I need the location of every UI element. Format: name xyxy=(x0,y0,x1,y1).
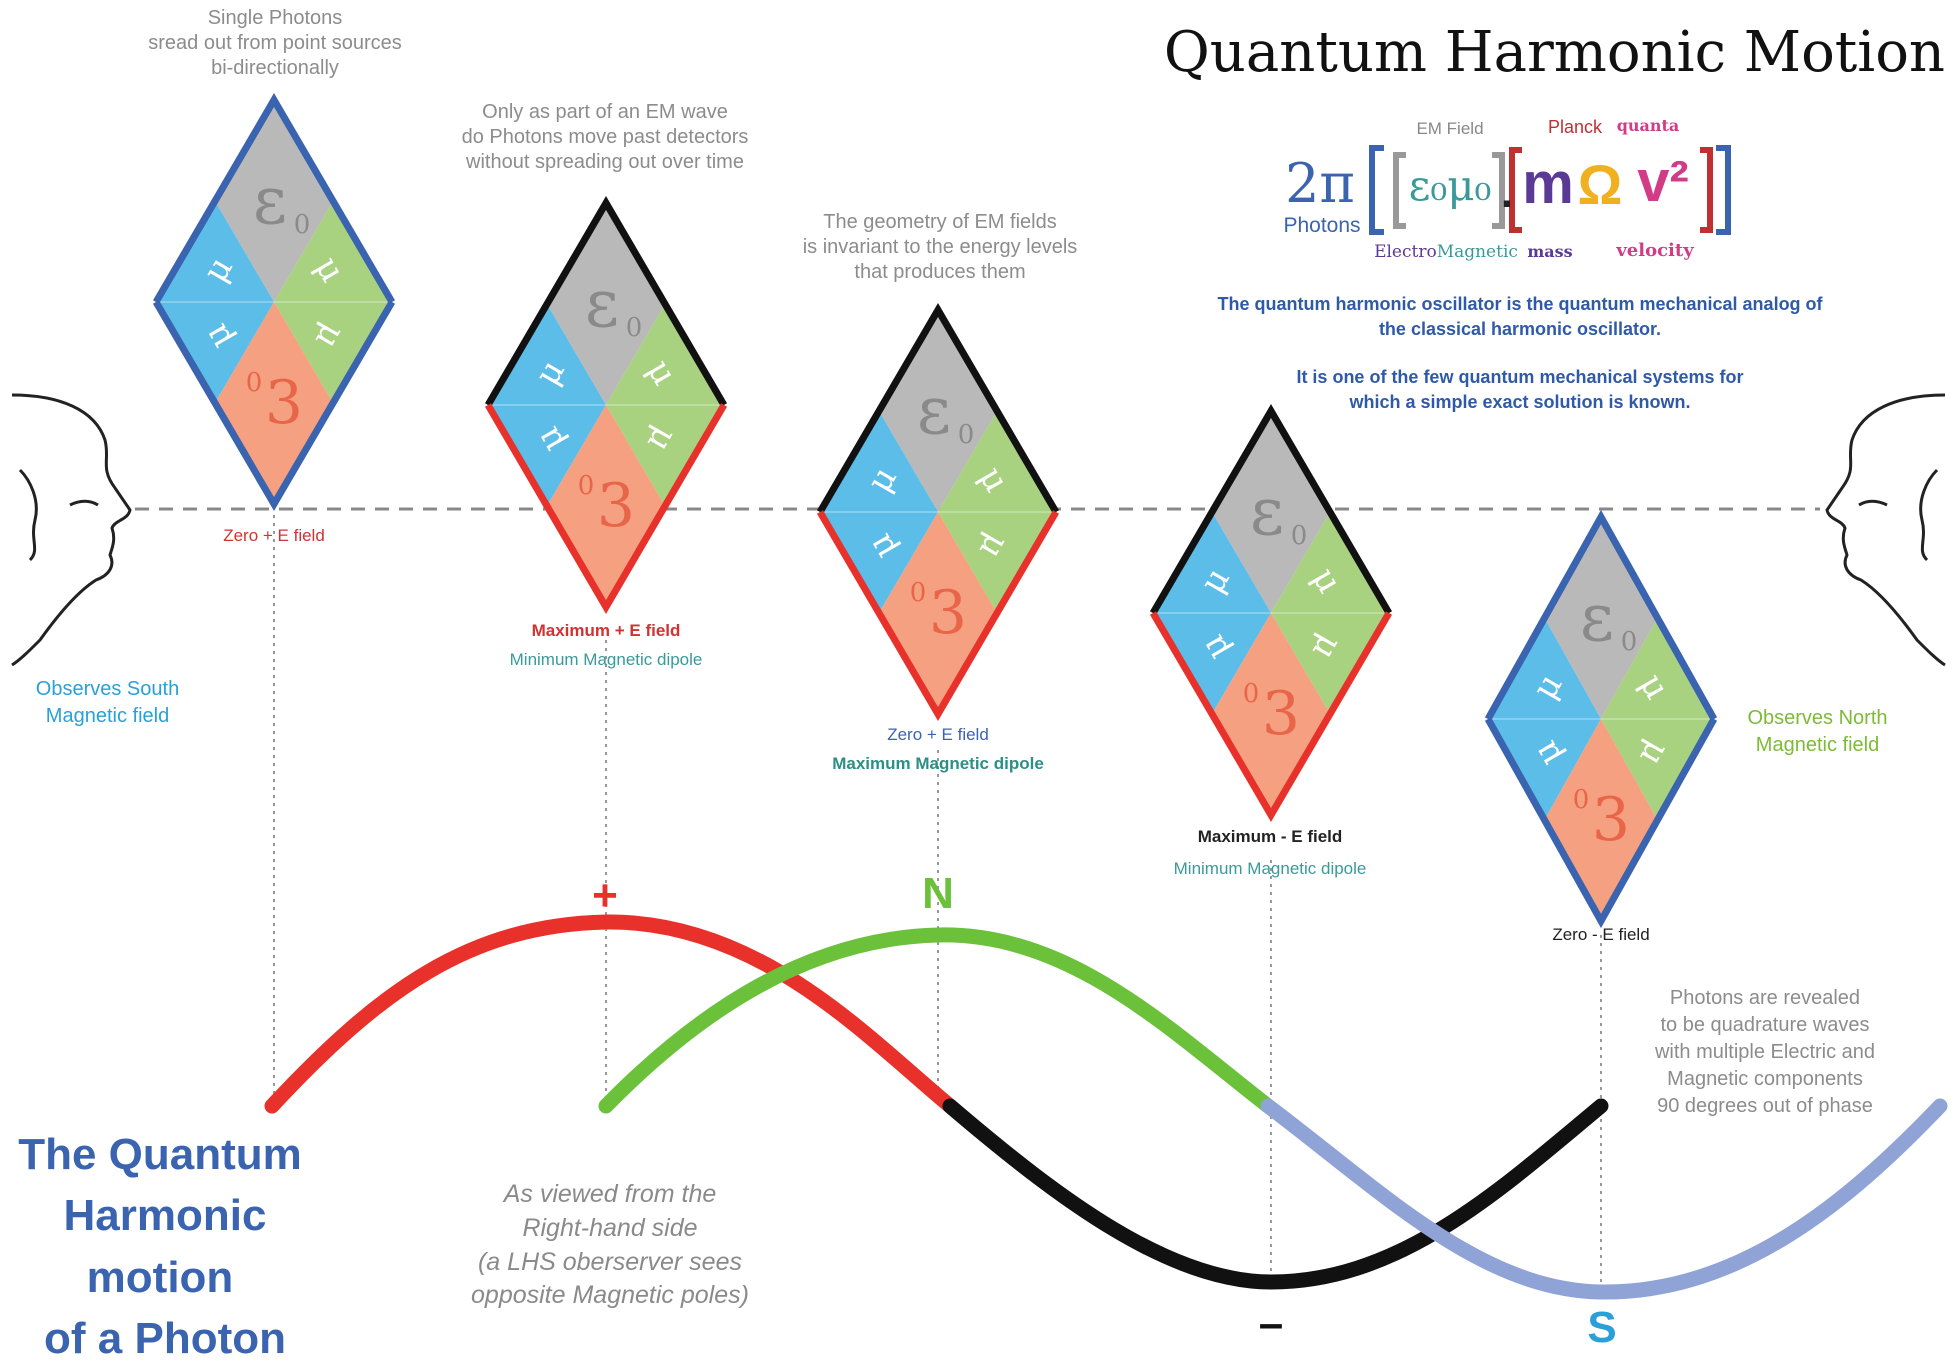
caption-quadrature: Photons are revealed to be quadrature wa… xyxy=(1620,985,1910,1120)
epsilon-symbol: ε xyxy=(253,162,287,239)
formula-quanta: quanta xyxy=(1613,116,1683,136)
formula-v-squared: v² xyxy=(1626,146,1700,219)
description-line: which a simple exact solution is known. xyxy=(1195,391,1845,414)
formula-dot: . xyxy=(1500,165,1514,220)
caption-line: with multiple Electric and xyxy=(1620,1039,1910,1066)
epsilon-inverted-superscript: 0 xyxy=(578,471,595,501)
description-line: It is one of the few quantum mechanical … xyxy=(1195,366,1845,389)
caption-line: (a LHS oberserver sees xyxy=(440,1246,780,1280)
caption-line: bi-directionally xyxy=(120,56,430,81)
formula-mass-symbol: m xyxy=(1522,148,1574,221)
epsilon-inverted-symbol: 3 xyxy=(1592,785,1630,855)
big-title-line: The Quantum xyxy=(10,1127,310,1182)
formula-two-pi: 2π xyxy=(1280,150,1360,218)
epsilon-symbol: ε xyxy=(585,265,619,342)
caption-line: The geometry of EM fields xyxy=(770,210,1110,235)
epsilon-subscript: 0 xyxy=(958,420,975,450)
caption-line: Single Photons xyxy=(120,6,430,31)
epsilon-subscript: 0 xyxy=(626,313,643,343)
epsilon-inverted-superscript: 0 xyxy=(1573,785,1590,815)
caption-viewed: As viewed from the Right-hand side (a LH… xyxy=(440,1178,780,1313)
wave-minus-symbol: – xyxy=(1246,1296,1296,1351)
caption-line: Magnetic components xyxy=(1620,1066,1910,1093)
caption-line: 90 degrees out of phase xyxy=(1620,1093,1910,1120)
epsilon-inverted-superscript: 0 xyxy=(1243,679,1260,709)
caption-line: do Photons move past detectors xyxy=(430,125,780,150)
observer-north-label: Observes North Magnetic field xyxy=(1720,705,1915,759)
epsilon-inverted-superscript: 0 xyxy=(246,368,263,398)
epsilon-inverted-symbol: 3 xyxy=(597,471,635,541)
epsilon-inverted-symbol: 3 xyxy=(929,578,967,648)
description-line: the classical harmonic oscillator. xyxy=(1195,318,1845,341)
observer-line: Magnetic field xyxy=(1720,732,1915,759)
epsilon-symbol: ε xyxy=(917,372,951,449)
epsilon-symbol: ε xyxy=(1580,579,1614,656)
state-label: Zero + E field xyxy=(863,724,1013,745)
formula-electro: Electro xyxy=(1374,242,1437,262)
outer-bracket-right xyxy=(1716,148,1728,232)
epsilon-symbol: ε xyxy=(1250,473,1284,550)
caption-line: Only as part of an EM wave xyxy=(430,100,780,125)
state-label: Maximum Magnetic dipole xyxy=(808,753,1068,774)
epsilon-inverted-superscript: 0 xyxy=(910,578,927,608)
outer-bracket-left xyxy=(1372,148,1384,232)
state-label: Zero + E field xyxy=(194,525,354,546)
red-bracket-right xyxy=(1700,150,1710,230)
formula-omega: Ω xyxy=(1572,150,1628,220)
epsilon-inverted-symbol: 3 xyxy=(1262,679,1300,749)
epsilon-subscript: 0 xyxy=(1291,521,1308,551)
epsilon-subscript: 0 xyxy=(1621,627,1638,657)
caption-em-wave: Only as part of an EM wave do Photons mo… xyxy=(430,100,780,175)
state-label: Minimum Magnetic dipole xyxy=(1140,858,1400,879)
formula-planck: Planck xyxy=(1540,116,1610,139)
right-face-profile xyxy=(1827,395,1945,665)
epsilon-subscript: 0 xyxy=(294,210,311,240)
caption-line: sread out from point sources xyxy=(120,31,430,56)
caption-line: As viewed from the xyxy=(440,1178,780,1212)
formula-eps-mu: ε₀μ₀ xyxy=(1406,160,1494,213)
caption-line: opposite Magnetic poles) xyxy=(440,1279,780,1313)
state-label: Maximum + E field xyxy=(496,620,716,641)
observer-line: Observes South xyxy=(10,676,205,703)
caption-line: to be quadrature waves xyxy=(1620,1012,1910,1039)
formula-magnetic: Magnetic xyxy=(1437,242,1518,262)
caption-line: without spreading out over time xyxy=(430,150,780,175)
epsilon-inverted-symbol: 3 xyxy=(265,368,303,438)
page-title: Quantum Harmonic Motion xyxy=(1095,18,1945,88)
observer-line: Observes North xyxy=(1720,705,1915,732)
wave-black xyxy=(950,1106,1601,1282)
formula-photons: Photons xyxy=(1272,213,1372,239)
description-line: The quantum harmonic oscillator is the q… xyxy=(1195,293,1845,316)
state-label: Zero - E field xyxy=(1526,924,1676,945)
left-face-profile xyxy=(12,395,130,665)
state-label: Minimum Magnetic dipole xyxy=(476,649,736,670)
observer-line: Magnetic field xyxy=(10,703,205,730)
wave-south-symbol: S xyxy=(1574,1300,1630,1355)
formula-mass: mass xyxy=(1520,242,1580,262)
caption-line: is invariant to the energy levels xyxy=(770,235,1110,260)
formula-em-field: EM Field xyxy=(1405,118,1495,139)
big-title-line: motion xyxy=(10,1250,310,1305)
formula-electro-magnetic: ElectroMagnetic xyxy=(1366,242,1526,263)
caption-line: Photons are revealed xyxy=(1620,985,1910,1012)
caption-geometry: The geometry of EM fields is invariant t… xyxy=(770,210,1110,285)
wave-north-symbol: N xyxy=(910,866,966,921)
caption-line: that produces them xyxy=(770,260,1110,285)
observer-south-label: Observes South Magnetic field xyxy=(10,676,205,730)
big-title-line: of a Photon xyxy=(10,1311,320,1366)
wave-plus-symbol: + xyxy=(580,868,630,923)
caption-line: Right-hand side xyxy=(440,1212,780,1246)
inner-bracket-left xyxy=(1396,155,1406,226)
caption-single-photons: Single Photons sread out from point sour… xyxy=(120,6,430,81)
big-title-line: Harmonic xyxy=(10,1188,320,1243)
state-label: Maximum - E field xyxy=(1160,826,1380,847)
formula-velocity: velocity xyxy=(1612,240,1698,263)
